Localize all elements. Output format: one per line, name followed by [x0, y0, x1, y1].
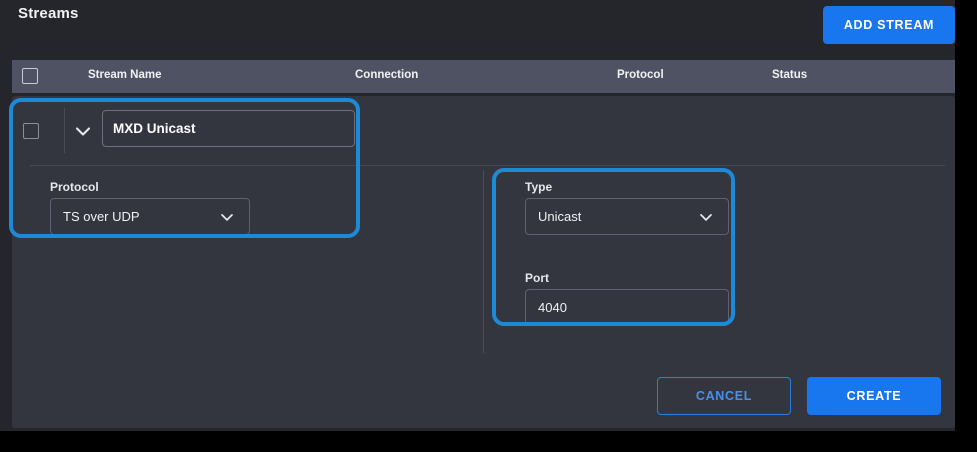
port-field-label: Port — [525, 271, 549, 285]
column-header-protocol[interactable]: Protocol — [617, 69, 664, 81]
type-field-label: Type — [525, 180, 553, 194]
type-select[interactable]: Unicast — [525, 198, 729, 235]
port-input[interactable] — [525, 289, 729, 326]
row-divider — [64, 108, 65, 153]
create-button[interactable]: CREATE — [807, 377, 941, 415]
protocol-select-value: TS over UDP — [63, 209, 140, 224]
type-select-value: Unicast — [538, 209, 582, 224]
protocol-select[interactable]: TS over UDP — [50, 198, 250, 235]
select-all-checkbox[interactable] — [22, 68, 38, 84]
form-vertical-divider — [483, 170, 484, 353]
column-header-stream-name[interactable]: Stream Name — [88, 69, 162, 81]
stream-form-panel: Protocol TS over UDP Type Unicast Port C… — [12, 96, 955, 428]
cancel-button[interactable]: CANCEL — [657, 377, 791, 415]
expand-chevron-icon[interactable] — [71, 119, 95, 143]
chevron-down-icon — [217, 207, 237, 227]
stream-row-checkbox[interactable] — [23, 123, 39, 139]
column-header-connection[interactable]: Connection — [355, 69, 419, 81]
stream-row-header — [12, 96, 955, 164]
streams-table-header: Stream Name Connection Protocol Status — [12, 60, 955, 93]
column-header-status[interactable]: Status — [772, 69, 808, 81]
page-title: Streams — [18, 5, 79, 22]
protocol-field-label: Protocol — [50, 180, 99, 194]
stream-name-input[interactable] — [102, 110, 355, 147]
page-header: Streams ADD STREAM — [0, 0, 955, 58]
form-horizontal-divider — [30, 165, 945, 166]
add-stream-button[interactable]: ADD STREAM — [823, 6, 955, 44]
chevron-down-icon — [696, 207, 716, 227]
streams-page: Streams ADD STREAM Stream Name Connectio… — [0, 0, 955, 431]
